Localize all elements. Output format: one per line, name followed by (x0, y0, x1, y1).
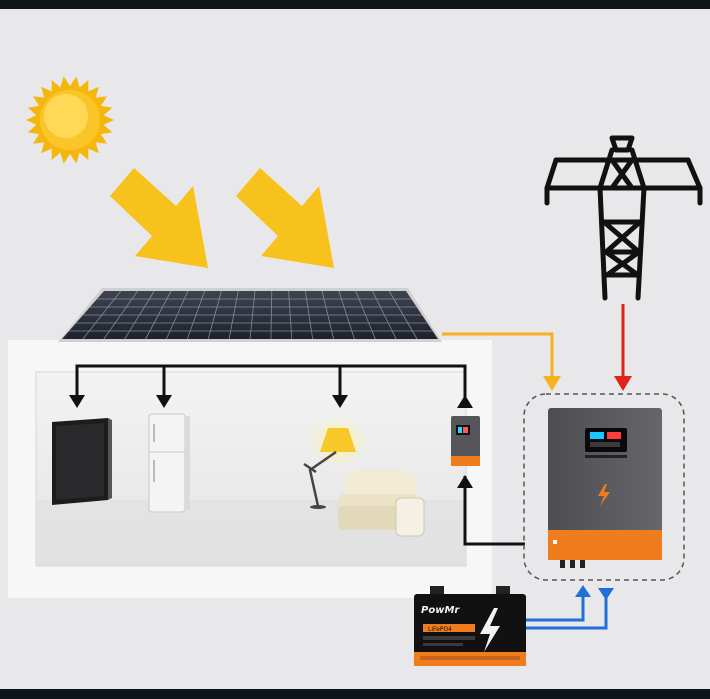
power-tower-icon (544, 135, 703, 301)
sunlight-arrow-icon (236, 168, 334, 268)
charge-controller-icon (451, 416, 480, 466)
sun-highlight (44, 94, 88, 138)
battery-line (526, 596, 608, 630)
fridge-icon (148, 413, 190, 513)
battery-model-label: LiFePO4 (428, 626, 452, 633)
inverter-boundary (523, 393, 685, 581)
floor-lamp-icon (303, 416, 368, 509)
battery-brand: PowMr (421, 605, 460, 616)
battery-arrows (575, 585, 614, 600)
pv-line (442, 332, 561, 391)
lightning-icon (480, 608, 500, 652)
solar-panel-icon (58, 288, 442, 342)
inverter-icon (548, 408, 662, 568)
grid-line (614, 304, 632, 391)
load-arrows (69, 395, 473, 488)
sun-icon (26, 76, 114, 164)
inverter-display (585, 428, 627, 452)
tv-icon (52, 418, 112, 505)
sunlight-arrow-icon (110, 168, 208, 268)
lightning-icon (598, 484, 610, 506)
sofa-icon (338, 470, 425, 537)
battery-icon: PowMr LiFePO4 (414, 586, 526, 666)
load-wiring (75, 364, 525, 546)
